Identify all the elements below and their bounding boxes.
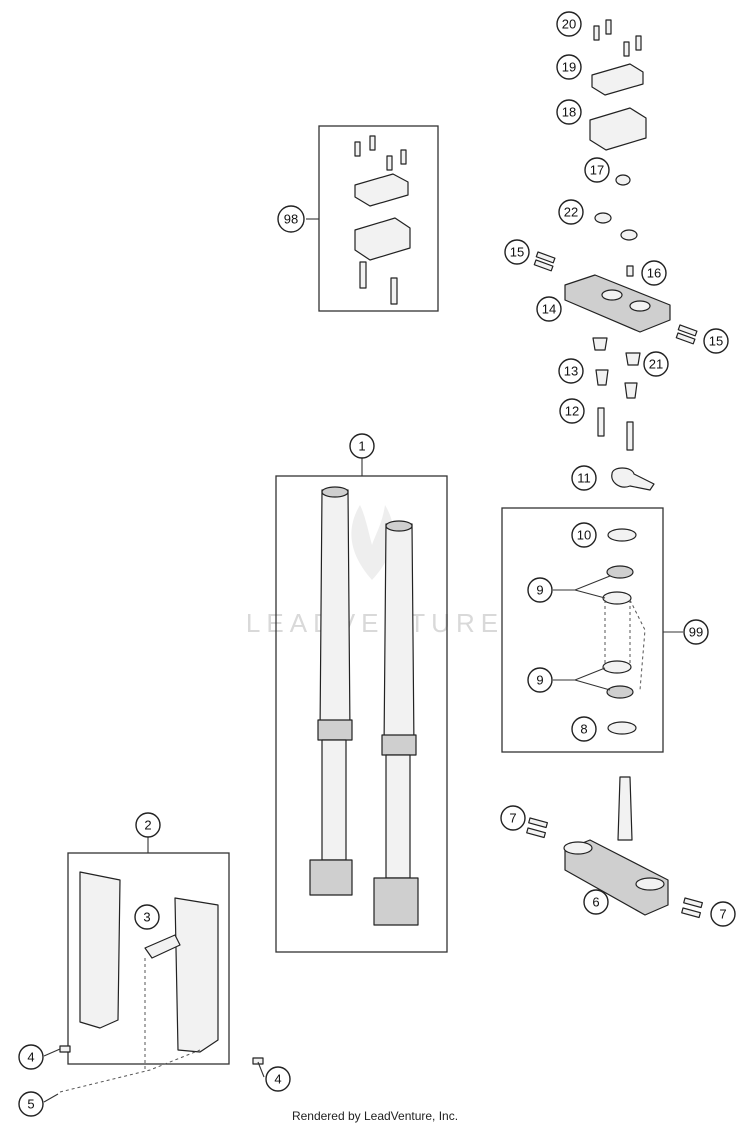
svg-text:9: 9 [536,583,543,598]
bushing-21 [625,352,641,366]
callout-9-upper: 9 [527,577,553,603]
svg-text:12: 12 [565,404,579,419]
svg-text:17: 17 [590,163,604,178]
svg-text:2: 2 [144,818,151,833]
svg-text:10: 10 [577,528,591,543]
clamp-bolts-right [675,324,698,345]
svg-text:13: 13 [564,364,578,379]
callout-14: 14 [536,296,562,322]
svg-text:7: 7 [719,907,726,922]
nut [615,174,631,186]
bearing-race-upper [602,591,632,605]
svg-text:3: 3 [143,910,150,925]
seal-ring-8 [607,721,637,735]
lower-handlebar-clamp [589,107,647,151]
lower-triple-clamp [563,776,669,916]
mount-bolt-right [626,421,634,451]
svg-text:5: 5 [27,1097,34,1112]
callout-16: 16 [641,260,667,286]
fork-leg-right [373,520,419,926]
svg-text:14: 14 [542,302,556,317]
callout-11: 11 [571,465,597,491]
svg-text:15: 15 [510,245,524,260]
callout-21: 21 [643,351,669,377]
upper-triple-clamp [564,274,671,333]
svg-text:15: 15 [709,334,723,349]
svg-text:21: 21 [649,357,663,372]
svg-text:16: 16 [647,266,661,281]
svg-text:9: 9 [536,673,543,688]
rubber-bushings [594,212,638,241]
cable-route [59,1049,201,1093]
svg-text:19: 19 [562,60,576,75]
callout-17: 17 [584,157,610,183]
upper-handlebar-clamp [591,63,644,96]
seal-ring-10 [607,528,637,542]
svg-text:4: 4 [27,1050,34,1065]
callout-18: 18 [556,99,582,125]
svg-text:98: 98 [284,212,298,227]
callout-10: 10 [571,522,597,548]
bushing-right [624,382,638,399]
bearing-upper [606,565,634,579]
group-box-99 [501,507,664,753]
callout-15-upper: 15 [504,239,530,265]
bearing-race-lower [602,660,632,674]
callout-19: 19 [556,54,582,80]
svg-text:22: 22 [564,205,578,220]
callout-6: 6 [583,889,609,915]
svg-text:18: 18 [562,105,576,120]
svg-text:1: 1 [358,439,365,454]
handlebar-clamp-kit [354,135,411,305]
callout-12: 12 [559,398,585,424]
fork-guard-right [174,897,219,1053]
svg-text:20: 20 [562,17,576,32]
group-box-98 [318,125,439,312]
cable-clip [611,467,655,491]
callout-9-lower: 9 [527,667,553,693]
fork-leg-left [309,486,353,896]
watermark-logo-icon [351,505,394,580]
callout-7-right: 7 [710,901,736,927]
callout-1: 1 [349,433,375,459]
svg-text:6: 6 [592,895,599,910]
bushing-13 [595,369,609,386]
clamp-bolts-lower-left [526,817,548,839]
callout-15-right: 15 [703,328,729,354]
svg-text:99: 99 [689,625,703,640]
bushing-left [592,337,608,351]
fork-guard-left [79,871,121,1029]
guard-screw-left [59,1045,71,1053]
steering-tube-outline [604,599,646,691]
callout-22: 22 [558,199,584,225]
callout-20: 20 [556,11,582,37]
callout-98: 98 [277,205,305,233]
callout-5: 5 [18,1091,44,1117]
callout-99: 99 [683,619,709,645]
clamp-bolts-lower-right [681,897,703,919]
callout-3: 3 [134,904,160,930]
cable-guide [144,934,181,959]
watermark-text: LEADVENTURE [246,608,504,638]
plug [626,265,634,277]
callout-4-left: 4 [18,1044,44,1070]
svg-text:11: 11 [577,471,591,486]
clamp-screws [593,19,642,57]
svg-text:7: 7 [509,811,516,826]
bearing-lower [606,685,634,699]
callout-8: 8 [571,716,597,742]
callout-7-left: 7 [500,805,526,831]
svg-text:8: 8 [580,722,587,737]
callout-2: 2 [135,812,161,838]
mount-bolt-left [597,407,605,437]
footer-credit: Rendered by LeadVenture, Inc. [292,1109,458,1123]
callout-4-right: 4 [265,1066,291,1092]
svg-text:4: 4 [274,1072,281,1087]
callout-13: 13 [558,358,584,384]
guard-screw-right [252,1057,264,1065]
clamp-bolts-upper [533,251,556,272]
